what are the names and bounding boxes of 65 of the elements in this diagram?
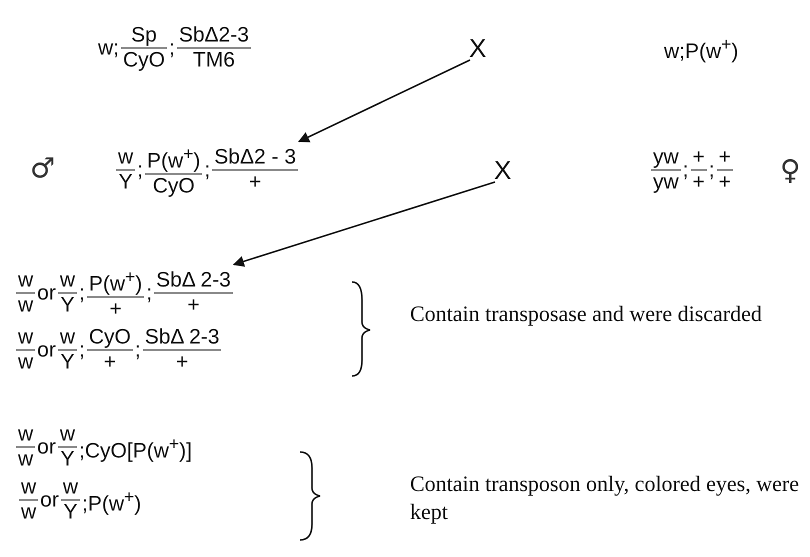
cross-sign: X: [468, 36, 488, 60]
numerator-text: w: [58, 268, 78, 294]
numerator-text: SbΔ2 - 3: [212, 146, 298, 170]
denominator-text: +: [102, 350, 117, 374]
numerator-text: SbΔ 2-3: [142, 326, 222, 350]
denominator-text: Y: [59, 448, 76, 472]
denominator-text: +: [718, 170, 732, 194]
denominator-text: w: [17, 294, 34, 318]
numerator-text: w: [58, 422, 78, 448]
numerator-text: P(w$^{+}$): [145, 142, 202, 174]
denominator-text: +: [248, 170, 262, 194]
numerator-text: Sp: [121, 24, 167, 48]
numerator-text: SbΔ 2-3: [154, 268, 233, 294]
genotype-text: or: [36, 281, 57, 305]
numerator-text: w: [19, 476, 38, 500]
denominator-text: +: [108, 298, 123, 322]
note-text: Contain transposase and were discarded: [410, 300, 763, 328]
genotype-text: ;P(w$^{+}$): [81, 485, 142, 516]
numerator-text: w: [16, 268, 36, 294]
arrow: [232, 181, 496, 267]
numerator-text: yw: [651, 146, 681, 170]
numerator-text: w: [116, 146, 136, 170]
genotype-text: ;: [168, 36, 176, 60]
numerator-text: w: [16, 326, 36, 350]
genotype-text: ;CyO[P(w$^{+}$)]: [78, 432, 193, 463]
note-text: Contain transposon only, colored eyes, were kept: [410, 470, 800, 526]
denominator-text: +: [692, 170, 706, 194]
denominator-text: Y: [59, 294, 76, 318]
genotype-text: ;: [78, 338, 86, 362]
denominator-text: +: [174, 350, 190, 374]
denominator-text: CyO: [122, 48, 166, 72]
denominator-text: Y: [62, 500, 78, 524]
denominator-text: w: [17, 350, 34, 374]
arrow: [298, 59, 470, 142]
numerator-text: w: [60, 476, 80, 500]
sex-symbol: ♂: [30, 152, 56, 184]
numerator-text: P(w$^{+}$): [86, 264, 144, 298]
genotype-text: w;: [97, 36, 120, 60]
denominator-text: w: [20, 500, 38, 524]
cross-sign: X: [493, 158, 512, 182]
genotype-text: ;: [134, 338, 142, 362]
genotype-text: or: [39, 488, 60, 512]
denominator-text: yw: [652, 170, 680, 194]
denominator-text: TM6: [192, 48, 236, 72]
numerator-text: SbΔ2-3: [176, 24, 251, 48]
numerator-text: w: [16, 422, 36, 448]
denominator-text: Y: [59, 350, 76, 374]
genotype-text: or: [36, 435, 57, 459]
genotype-text: ;: [682, 158, 690, 182]
genotype-text: w;P(w$^{+}$): [663, 33, 740, 64]
denominator-text: CyO: [152, 174, 196, 198]
genotype-text: ;: [203, 158, 212, 182]
genotype-text: ;: [708, 158, 716, 182]
genotype-text: ;: [136, 158, 144, 182]
numerator-text: +: [716, 146, 733, 170]
denominator-text: Y: [118, 170, 134, 194]
numerator-text: +: [690, 146, 707, 170]
numerator-text: w: [58, 326, 78, 350]
genotype-text: ;: [145, 281, 154, 305]
genotype-text: ;: [78, 281, 86, 305]
sex-symbol: ♀: [780, 154, 801, 186]
genotype-text: or: [36, 338, 57, 362]
denominator-text: w: [17, 448, 34, 472]
denominator-text: +: [186, 294, 201, 318]
numerator-text: CyO: [86, 326, 133, 350]
